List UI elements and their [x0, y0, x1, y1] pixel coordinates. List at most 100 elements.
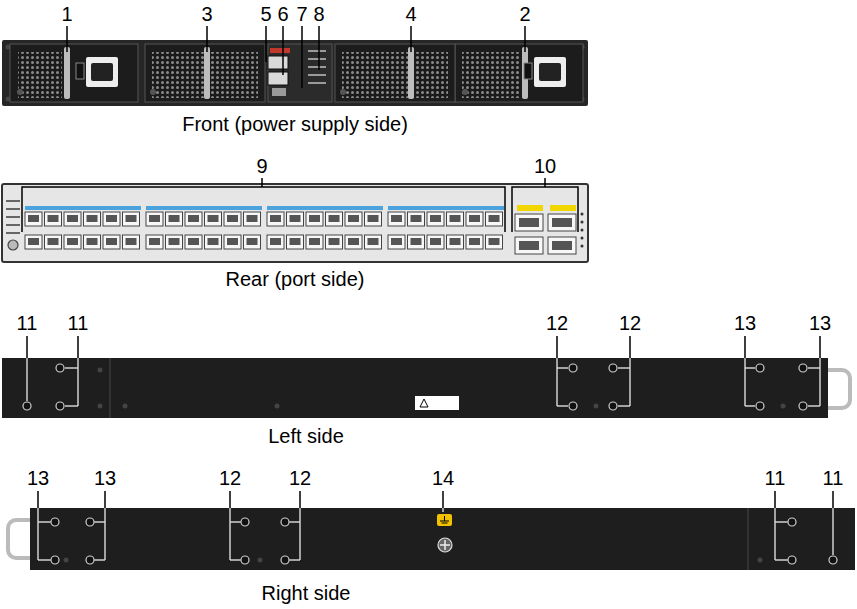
screw-cross [440, 540, 450, 550]
port-strip [388, 206, 504, 210]
ground-point [8, 240, 18, 250]
sfp-cage [67, 238, 78, 245]
callout-number: 11 [823, 467, 844, 489]
qsfp-cage [552, 218, 572, 227]
sfp-port [25, 235, 42, 249]
sfp-port [64, 212, 81, 226]
leader-line [26, 336, 28, 401]
power-socket [86, 57, 118, 87]
sfp-port [408, 212, 425, 226]
leader-line [265, 26, 267, 62]
port-tag [270, 48, 290, 53]
side-leaders-on-panel [27, 336, 833, 560]
sfp-cage [348, 238, 359, 245]
socket-inlet [91, 63, 113, 81]
mounting-hole [241, 556, 249, 564]
sfp-port [84, 212, 101, 226]
sfp-port [146, 235, 163, 249]
sfp-port [365, 235, 382, 249]
module-screw [17, 89, 23, 95]
sfp-port [244, 235, 261, 249]
qsfp-cage [519, 218, 539, 227]
callout-number: 11 [68, 312, 89, 334]
sfp-cage [188, 215, 199, 222]
sfp-cage [290, 238, 301, 245]
sfp-port [427, 212, 444, 226]
sfp-cage [106, 238, 117, 245]
sfp-cage [270, 238, 281, 245]
sfp-cage [28, 215, 39, 222]
mounting-hole [799, 402, 807, 410]
sfp-cage [411, 238, 422, 245]
port-strip [267, 206, 383, 210]
power-module [10, 44, 138, 102]
sfp-cage [368, 238, 379, 245]
callout-number: 4 [405, 3, 416, 25]
fan-module [335, 44, 455, 102]
callout-number: 6 [277, 3, 288, 25]
sfp-port [244, 212, 261, 226]
callout-number: 12 [219, 467, 241, 489]
qsfp-port [515, 214, 543, 231]
leader-line [282, 26, 284, 75]
leader-line [557, 336, 568, 406]
socket-inlet [539, 63, 561, 81]
sfp-cage [67, 215, 78, 222]
callout-number: 13 [809, 312, 831, 334]
sfp-cage [28, 238, 39, 245]
bracket-line [22, 187, 505, 232]
sfp-cage [126, 238, 137, 245]
leader-line [94, 491, 105, 560]
leader-line [230, 491, 241, 560]
sfp-port [345, 212, 362, 226]
left-side-view [2, 358, 850, 418]
leader-line [301, 26, 303, 88]
sfp-port [388, 212, 405, 226]
sfp-cage [227, 215, 238, 222]
qsfp-port [548, 237, 576, 254]
mounting-hole [281, 556, 289, 564]
leader-line [442, 491, 444, 512]
sfp-cage [329, 215, 340, 222]
callout-number: 1 [61, 3, 72, 25]
module-screw [150, 89, 156, 95]
qsfp-cage [552, 241, 572, 250]
sfp-port [427, 235, 444, 249]
mounting-hole [569, 364, 577, 372]
sfp-cage [469, 238, 480, 245]
vent-grille [18, 52, 62, 98]
sfp-cage [348, 215, 359, 222]
panel-seam [109, 358, 111, 418]
side-panel [30, 508, 855, 570]
qsfp-tag [517, 205, 543, 211]
mounting-hole [51, 556, 59, 564]
sfp-port [306, 235, 323, 249]
sfp-cage [489, 238, 500, 245]
module-handle [408, 47, 414, 99]
sfp-port [267, 235, 284, 249]
qsfp-port [548, 214, 576, 231]
sfp-port [123, 235, 140, 249]
sfp-cage [208, 238, 219, 245]
sfp-port [123, 212, 140, 226]
module-screw [462, 89, 468, 95]
led-legend [6, 200, 20, 202]
screw [123, 404, 128, 409]
vent-grille [462, 52, 520, 98]
led-legend [308, 66, 326, 68]
sfp-port [326, 235, 343, 249]
callout-number: 13 [27, 467, 49, 489]
bracket-line [512, 187, 578, 232]
sfp-port [166, 212, 183, 226]
leader-line [289, 491, 300, 560]
sfp-cage [87, 238, 98, 245]
warning-triangle [420, 399, 428, 407]
mounting-hole [756, 364, 764, 372]
sfp-cage [368, 215, 379, 222]
view-caption: Left side [268, 425, 344, 447]
leader-line [410, 26, 412, 52]
sfp-cage [430, 238, 441, 245]
sfp-port [287, 212, 304, 226]
leader-line [38, 491, 51, 560]
